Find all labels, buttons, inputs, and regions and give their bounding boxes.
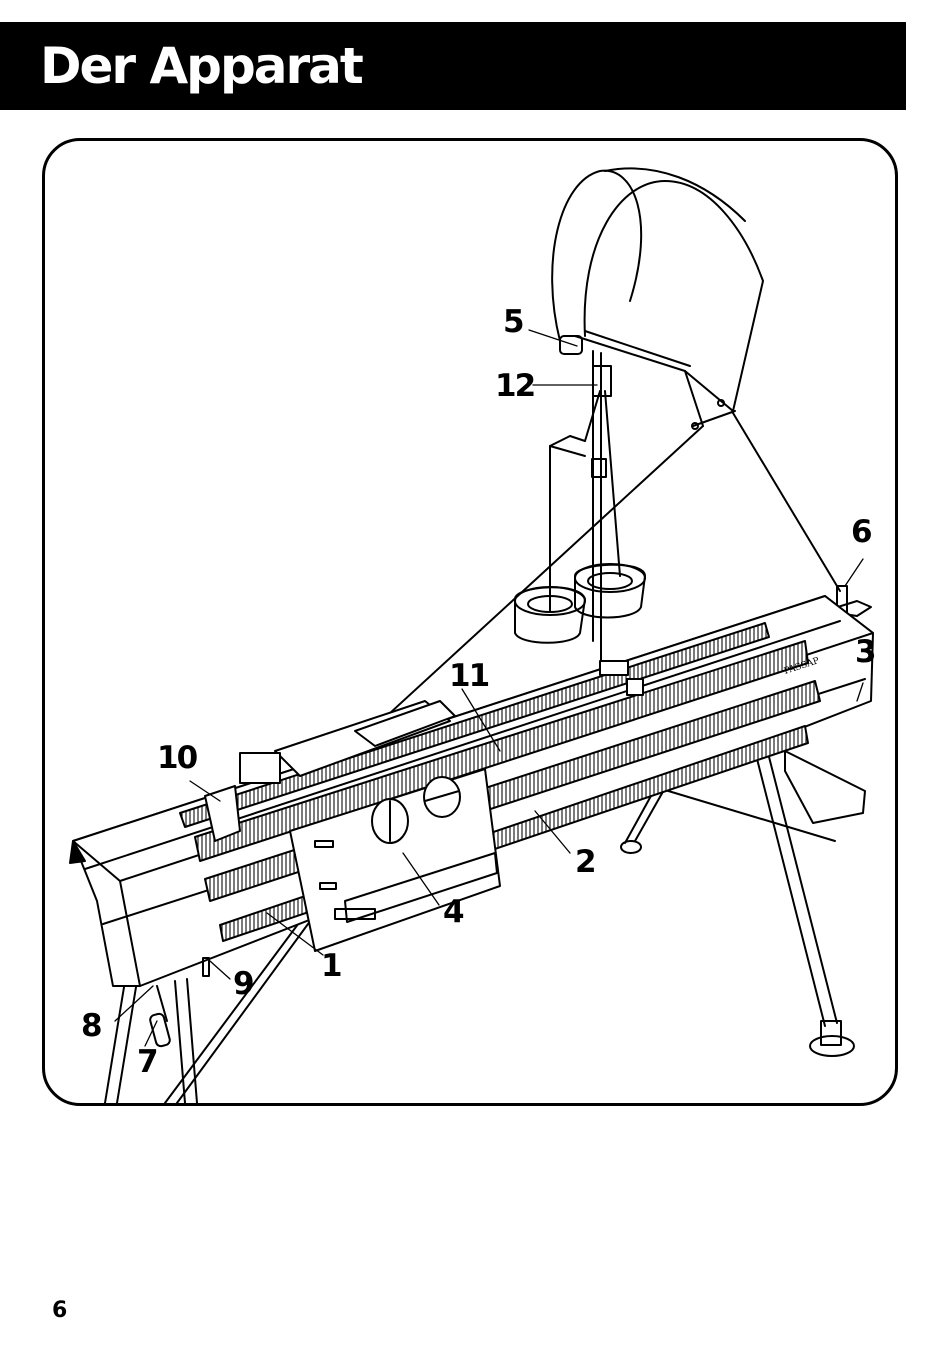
callout-10: 10 (157, 741, 196, 775)
callout-6: 6 (851, 515, 871, 549)
callout-2: 2 (575, 845, 595, 879)
knitting-machine-illustration: PASSAP (45, 141, 895, 1103)
callout-7: 7 (137, 1045, 157, 1079)
callout-9: 9 (233, 967, 253, 1001)
figure-frame: PASSAP 5 12 6 3 11 10 2 4 1 9 8 7 (42, 138, 898, 1106)
callout-4: 4 (443, 895, 463, 929)
callout-1: 1 (321, 949, 341, 983)
callout-8: 8 (81, 1009, 101, 1043)
callout-5: 5 (503, 305, 523, 339)
title-bar: Der Apparat (0, 22, 906, 110)
callout-3: 3 (855, 635, 875, 669)
callout-12: 12 (495, 369, 534, 403)
callout-11: 11 (449, 659, 488, 693)
page-number: 6 (52, 1298, 67, 1323)
page-title: Der Apparat (40, 38, 362, 94)
